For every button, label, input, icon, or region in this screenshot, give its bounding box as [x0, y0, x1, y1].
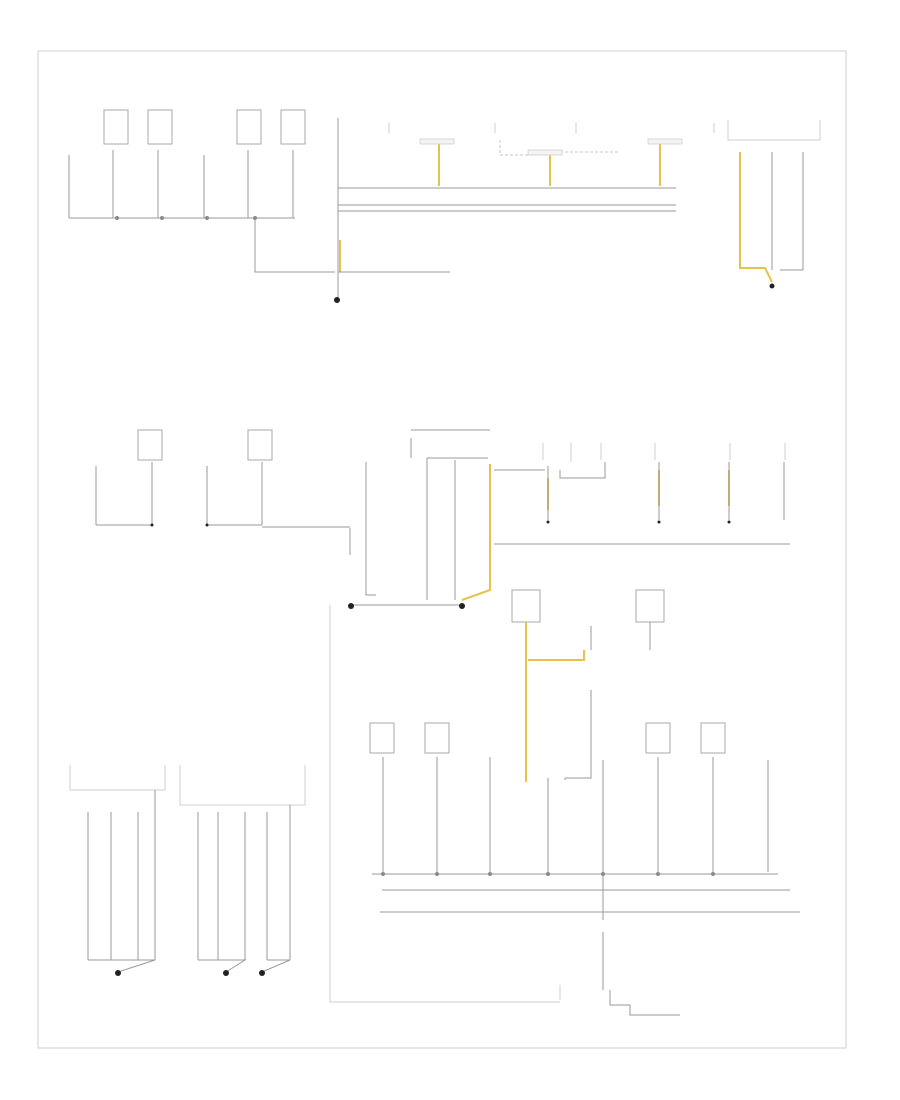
splice-node — [601, 872, 605, 876]
component-box — [137, 429, 163, 461]
component-box — [511, 589, 541, 623]
wire — [329, 605, 560, 1003]
ground-point — [223, 970, 229, 976]
wire — [494, 469, 790, 545]
splice-node — [546, 872, 550, 876]
component-box — [247, 429, 273, 461]
wire — [95, 462, 263, 525]
wire — [254, 218, 335, 273]
wire-highlight — [525, 622, 585, 782]
ground-point — [205, 523, 209, 527]
ground-point — [348, 603, 354, 609]
top-left-components — [103, 109, 306, 145]
ground-point — [334, 297, 340, 303]
connector-dash — [499, 140, 620, 156]
component-box — [645, 722, 671, 754]
connector-tag — [647, 138, 683, 145]
splice-node — [253, 216, 257, 220]
ground-point — [115, 970, 121, 976]
wire — [68, 150, 294, 218]
component-box — [700, 722, 726, 754]
wire — [349, 462, 376, 596]
wire — [87, 790, 156, 960]
section-middle — [95, 429, 790, 1003]
wire — [96, 524, 350, 528]
diagram-frame — [37, 50, 847, 1049]
wire — [388, 123, 715, 133]
component-box — [369, 722, 395, 754]
wire — [372, 873, 800, 913]
wire — [771, 152, 804, 271]
wire — [602, 878, 680, 1016]
component-box — [147, 109, 173, 145]
component-box — [280, 109, 306, 145]
splice-node — [488, 872, 492, 876]
section-top — [68, 109, 821, 303]
splice-node — [435, 872, 439, 876]
ground-point — [459, 603, 465, 609]
splice-node — [115, 216, 119, 220]
splice-node — [205, 216, 209, 220]
section-lower-left — [69, 765, 306, 976]
connector-outline — [727, 120, 821, 141]
component-box — [236, 109, 262, 145]
wire — [410, 429, 490, 458]
connector-outline — [179, 765, 306, 806]
wire — [350, 457, 488, 606]
component-box — [424, 722, 450, 754]
wire-highlight — [547, 470, 730, 510]
connector-outline — [542, 443, 786, 462]
wire — [547, 462, 785, 520]
ground-point — [259, 970, 265, 976]
splice-node — [711, 872, 715, 876]
ground-point — [546, 520, 550, 524]
connector-outline — [69, 765, 166, 791]
component-box — [635, 589, 665, 623]
wire — [590, 622, 651, 650]
connector-tag — [527, 149, 563, 156]
splice-node — [656, 872, 660, 876]
component-box — [103, 109, 129, 145]
wire — [338, 187, 676, 212]
connector-tag — [419, 138, 455, 145]
wire — [382, 757, 769, 878]
ground-point — [150, 523, 154, 527]
splice-node — [381, 872, 385, 876]
wire-highlight — [438, 144, 661, 186]
wire-highlight — [739, 152, 773, 283]
ground-point — [657, 520, 661, 524]
wire — [198, 959, 291, 973]
ground-point — [727, 520, 731, 524]
splice-node — [160, 216, 164, 220]
wire-highlight — [461, 464, 491, 601]
ground-point — [769, 283, 775, 289]
wire — [564, 690, 592, 780]
section-lower-right — [369, 589, 800, 1016]
wire — [88, 805, 291, 973]
